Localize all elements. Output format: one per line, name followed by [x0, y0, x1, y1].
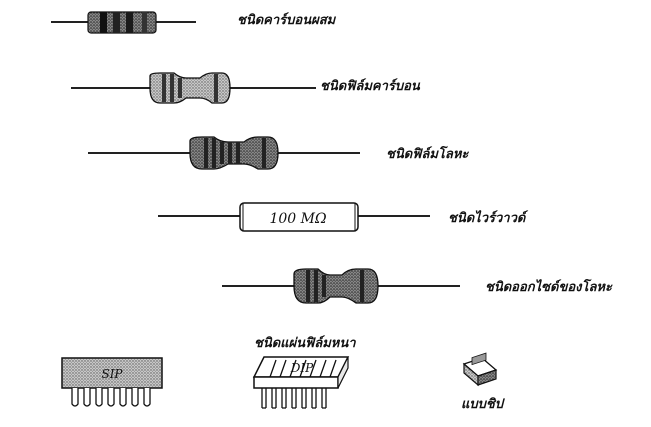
metal-film-resistor: [88, 136, 360, 170]
label-wirewound: ชนิดไวร์วาวด์: [448, 211, 526, 226]
sip-marking: SIP: [101, 367, 123, 381]
label-metal-oxide: ชนิดออกไซด์ของโลหะ: [485, 280, 612, 295]
dip-marking: DIP: [290, 361, 314, 375]
label-chip: แบบชิป: [461, 397, 503, 412]
label-carbon-composition: ชนิดคาร์บอนผสม: [237, 13, 336, 28]
metal-oxide-resistor: [222, 268, 460, 304]
label-metal-film: ชนิดฟิล์มโลหะ: [386, 147, 469, 162]
dip-package: DIP: [252, 356, 350, 409]
label-thick-film: ชนิดแผ่นฟิล์มหนา: [254, 336, 356, 351]
chip-resistor: [462, 352, 498, 387]
label-carbon-film: ชนิดฟิล์มคาร์บอน: [320, 79, 420, 94]
wirewound-value-label: 100 MΩ: [269, 211, 327, 227]
sip-package: SIP: [61, 357, 163, 407]
carbon-film-resistor: [71, 72, 316, 104]
wirewound-resistor: 100 MΩ: [158, 202, 430, 232]
carbon-composition-resistor: [51, 11, 196, 34]
